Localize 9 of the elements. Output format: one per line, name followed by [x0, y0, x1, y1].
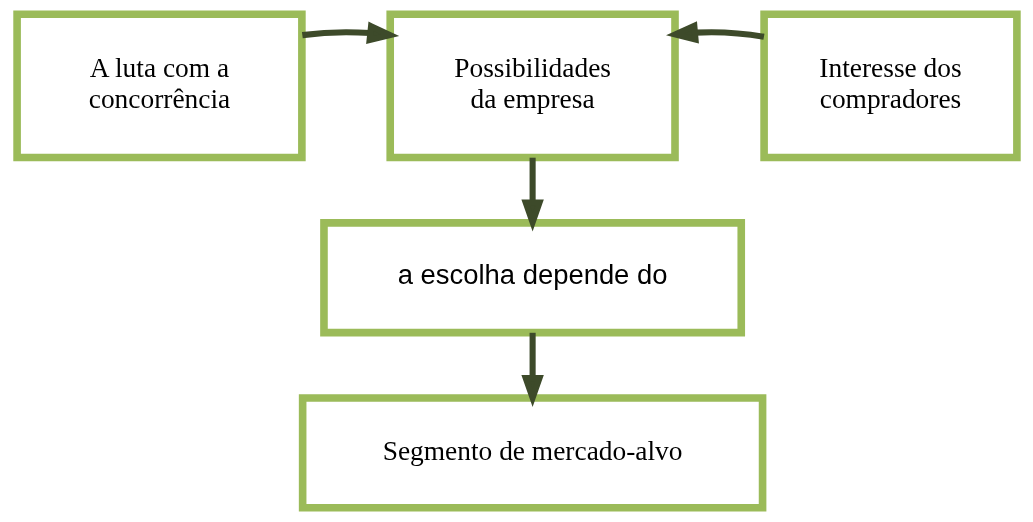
node-box: Possibilidades da empresa	[385, 10, 679, 162]
node-box: Interesse dos compradores	[759, 10, 1021, 162]
arrow	[301, 21, 399, 44]
node-box: a escolha depende do	[319, 219, 745, 337]
node-box: A luta com a concorrência	[12, 10, 306, 162]
arrow	[520, 157, 544, 232]
arrow	[665, 21, 764, 44]
arrow	[520, 332, 544, 408]
node-box: Segmento de mercado-alvo	[298, 394, 766, 512]
